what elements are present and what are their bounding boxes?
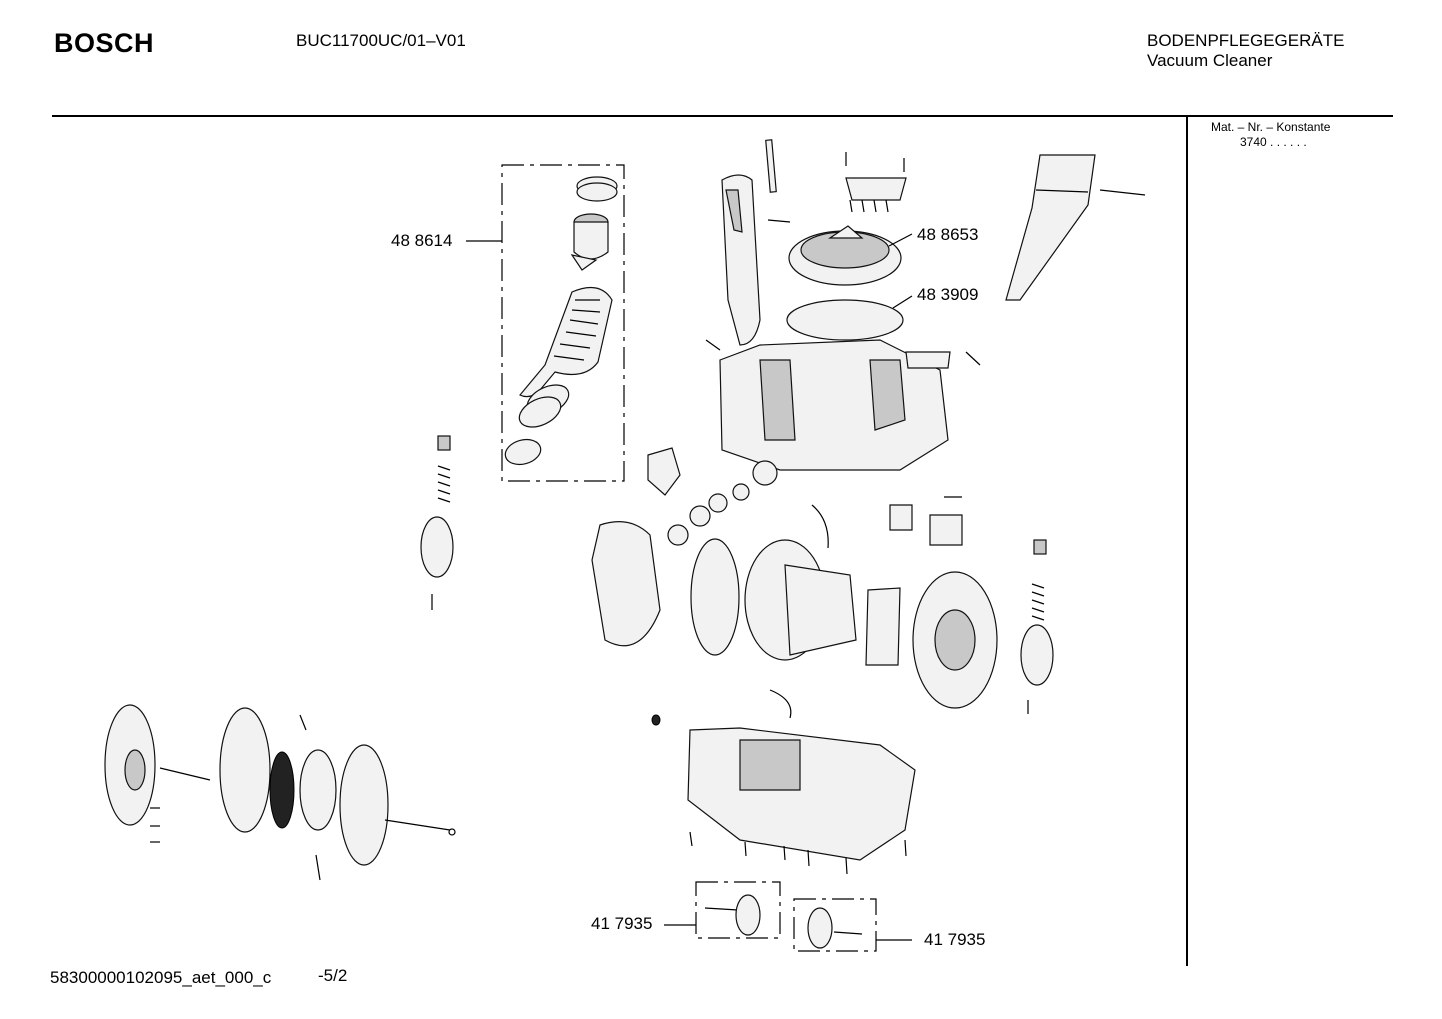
material-number-label: Mat. – Nr. – Konstante (1211, 120, 1331, 134)
cable-reel-group (104, 704, 456, 881)
wheel-group-right (793, 898, 912, 952)
brand-logo: BOSCH (54, 28, 155, 58)
upper-housing-group (705, 139, 1146, 471)
model-number: BUC11700UC/01–V01 (296, 31, 466, 50)
callout-wheel-right: 41 7935 (924, 930, 986, 949)
wheel-group-left (664, 881, 781, 939)
callout-wheel-left: 41 7935 (591, 914, 653, 933)
callout-filter: 48 3909 (917, 285, 979, 304)
callout-filter-cover: 48 8653 (917, 225, 979, 244)
spring-clamp-group (420, 435, 1054, 714)
category-german: BODENPFLEGEGERÄTE (1147, 31, 1345, 50)
document-code: 58300000102095_aet_000_c (50, 968, 272, 987)
material-number-value: 3740 . . . . . . (1240, 135, 1307, 149)
lower-chassis-group (651, 714, 916, 875)
hose-assembly-group (466, 164, 625, 482)
page-number: -5/2 (318, 966, 348, 985)
category-english: Vacuum Cleaner (1147, 51, 1273, 70)
callout-hose-assembly: 48 8614 (391, 231, 453, 250)
motor-section-group (591, 447, 998, 719)
